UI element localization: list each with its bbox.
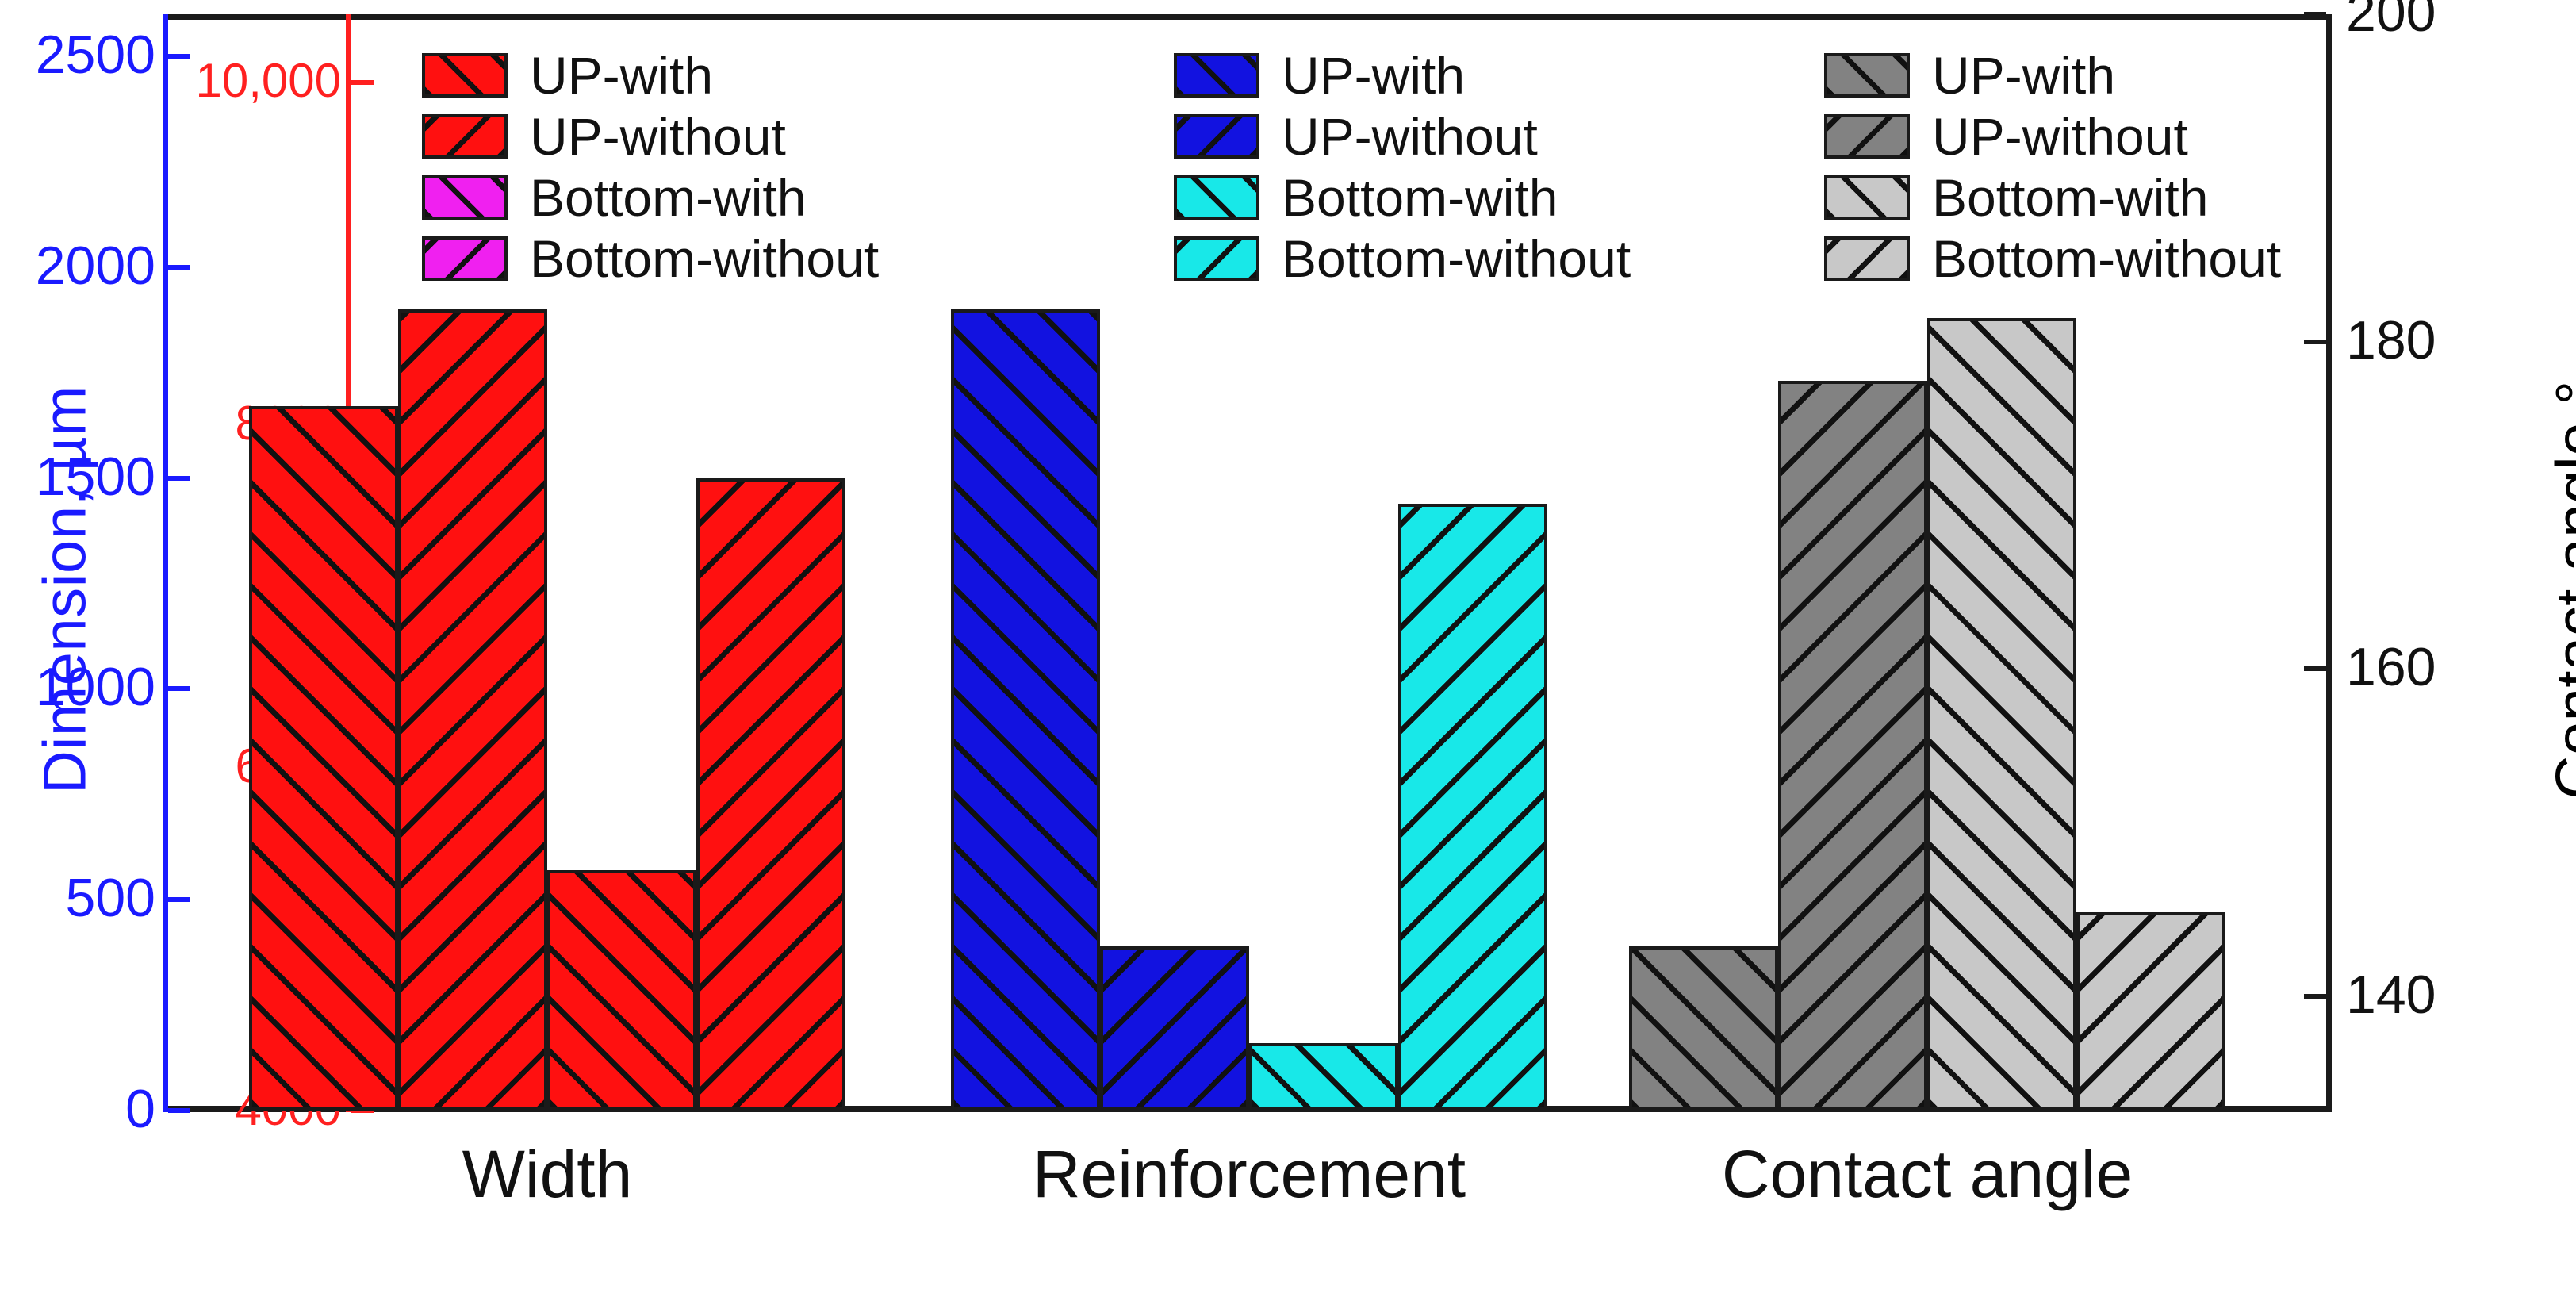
bar-contact-angle-up-without: [1778, 381, 1927, 1111]
legend-label: Bottom-with: [1282, 167, 1558, 227]
y-axis-right-title: Contact angle °: [2543, 381, 2576, 800]
legend-swatch: [1824, 52, 1910, 98]
legend-swatch: [422, 175, 508, 220]
legend-item[interactable]: Bottom-without: [422, 228, 879, 289]
bar-series-container: [163, 14, 2332, 1111]
legend-label: Bottom-without: [1282, 228, 1631, 288]
y-axis-left-tick-mark: [168, 264, 190, 270]
legend-swatch: [1174, 175, 1259, 220]
y-axis-right-tick-mark: [2304, 666, 2326, 672]
legend-item[interactable]: UP-without: [422, 106, 879, 167]
bar-reinforcement-up-without: [1100, 946, 1249, 1111]
y-axis-left-tick-label: 2500: [35, 25, 155, 86]
bar-contact-angle-up-with: [1629, 946, 1778, 1111]
y-axis-left-tick-mark: [168, 54, 190, 59]
y-axis-right-tick-label: 160: [2346, 637, 2436, 698]
plot-frame-top: [163, 14, 2332, 20]
y-axis-left-tick-label: 1500: [35, 446, 155, 507]
legend-swatch: [422, 236, 508, 281]
x-axis-label-contact-angle: Contact angle: [1721, 1137, 2133, 1211]
y-axis-left-tick-mark: [168, 475, 190, 481]
legend-swatch: [1824, 236, 1910, 281]
legend-label: UP-with: [530, 45, 714, 105]
legend-label: UP-with: [1932, 45, 2116, 105]
bar-width-up-without: [398, 309, 547, 1111]
legend-item[interactable]: Bottom-without: [1174, 228, 1631, 289]
legend-item[interactable]: Bottom-with: [422, 167, 879, 228]
legend-item[interactable]: UP-with: [1174, 44, 1631, 106]
y-axis-inner-red-tick-mark: [351, 1108, 374, 1113]
bar-width-bottom-without: [696, 478, 845, 1111]
bar-width-up-with: [249, 406, 398, 1111]
x-axis-label-width: Width: [462, 1137, 633, 1211]
y-axis-left-line: [163, 14, 168, 1112]
y-axis-left-title: Dimension, µm: [31, 386, 99, 794]
y-axis-left-tick-label: 500: [65, 868, 155, 929]
legend-item[interactable]: UP-without: [1824, 106, 2281, 167]
y-axis-right-line: [2326, 14, 2332, 1112]
legend-item[interactable]: UP-without: [1174, 106, 1631, 167]
legend-swatch: [1174, 113, 1259, 159]
bar-reinforcement-bottom-with: [1249, 1042, 1398, 1111]
legend-item[interactable]: Bottom-with: [1174, 167, 1631, 228]
legend-label: Bottom-with: [530, 167, 807, 227]
bar-contact-angle-bottom-with: [1927, 317, 2076, 1111]
bar-width-bottom-with: [547, 870, 696, 1111]
legend-item[interactable]: UP-with: [1824, 44, 2281, 106]
legend-item[interactable]: Bottom-without: [1824, 228, 2281, 289]
y-axis-right-tick-label: 180: [2346, 309, 2436, 370]
legend-item[interactable]: Bottom-with: [1824, 167, 2281, 228]
y-axis-left-tick-label: 0: [125, 1079, 155, 1139]
bar-reinforcement-bottom-without: [1398, 503, 1547, 1111]
y-axis-left-tick-mark: [168, 686, 190, 692]
y-axis-right-tick-label: 200: [2346, 0, 2436, 43]
y-axis-right-tick-label: 140: [2346, 964, 2436, 1025]
legend-swatch: [1174, 52, 1259, 98]
y-axis-right-tick-mark: [2304, 12, 2326, 17]
legend-item[interactable]: UP-with: [422, 44, 879, 106]
y-axis-right-tick-mark: [2304, 993, 2326, 999]
legend-label: UP-without: [1282, 106, 1538, 166]
y-axis-left-tick-label: 2000: [35, 235, 155, 296]
y-axis-left-tick-mark: [168, 897, 190, 903]
y-axis-inner-red-tick-mark: [351, 80, 374, 86]
legend-label: UP-without: [1932, 106, 2188, 166]
legend-swatch: [422, 52, 508, 98]
legend-label: Bottom-without: [530, 228, 880, 288]
legend-label: Bottom-with: [1932, 167, 2209, 227]
y-axis-left-tick-label: 1000: [35, 657, 155, 718]
legend-swatch: [1824, 113, 1910, 159]
legend-label: UP-without: [530, 106, 786, 166]
legend-swatch: [1824, 175, 1910, 220]
legend-label: UP-with: [1282, 45, 1466, 105]
legend-label: Bottom-without: [1932, 228, 2282, 288]
legend-swatch: [422, 113, 508, 159]
y-axis-right-tick-mark: [2304, 339, 2326, 344]
y-axis-left-tick-mark: [168, 1108, 190, 1113]
legend-swatch: [1174, 236, 1259, 281]
x-axis-label-reinforcement: Reinforcement: [1032, 1137, 1466, 1211]
y-axis-inner-red-tick-label: 10,000: [195, 54, 341, 108]
bar-contact-angle-bottom-without: [2076, 912, 2225, 1111]
bar-reinforcement-up-with: [951, 309, 1100, 1111]
